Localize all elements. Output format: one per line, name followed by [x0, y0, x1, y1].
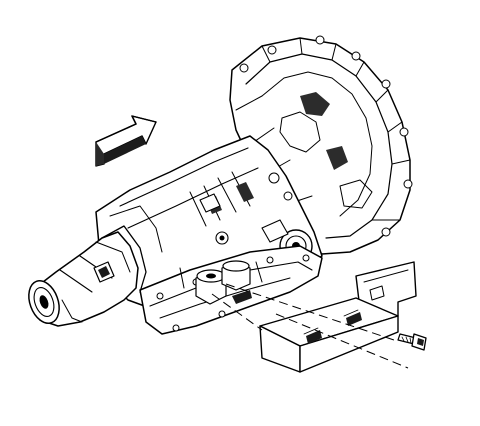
bolt-icon [397, 333, 427, 351]
transmission-assembly-icon [28, 35, 413, 335]
direction-arrow-icon [95, 115, 157, 167]
assembly-guide-lines [211, 283, 409, 369]
extension-housing [28, 205, 163, 327]
bell-housing [229, 35, 413, 255]
mount-bosses [179, 260, 263, 305]
